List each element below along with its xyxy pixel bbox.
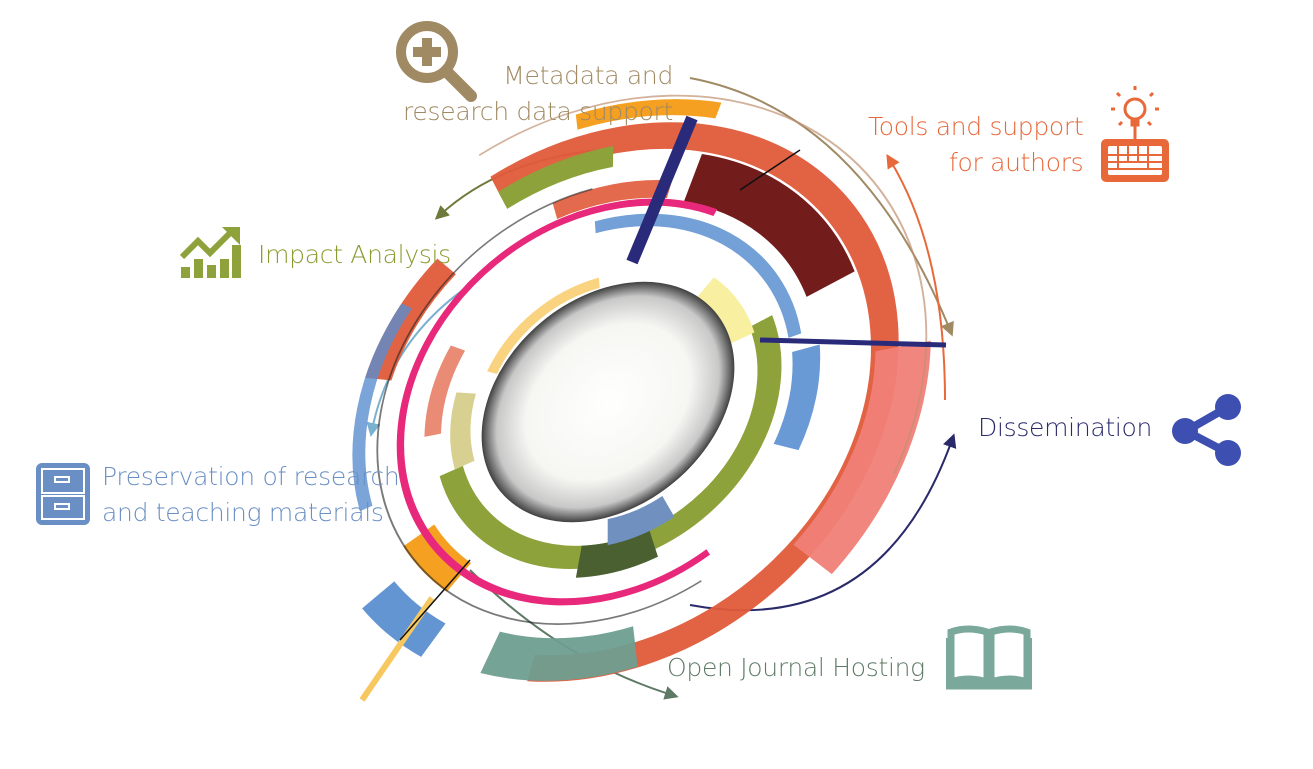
metadata-line2: research data support — [403, 97, 674, 126]
wheel-arc-segment — [793, 340, 931, 575]
center-glow — [481, 281, 735, 523]
share-icon — [1168, 393, 1246, 471]
metadata-line1: Metadata and — [503, 61, 674, 90]
preservation-line2: and teaching materials — [102, 498, 384, 527]
wheel-arc-segment — [396, 198, 718, 606]
wheel-arc-segment — [773, 344, 821, 451]
lightbulb-keyboard-icon — [1098, 84, 1170, 190]
wheel-arc-segment — [607, 495, 675, 546]
preservation-line1: Preservation of research — [102, 462, 400, 491]
dissemination-label: Dissemination — [978, 413, 1153, 442]
wheel-arc-segment — [424, 345, 466, 437]
tools-line1: Tools and support — [868, 112, 1084, 141]
tools-authors-label: Tools and support for authors — [868, 109, 1084, 181]
wheel-arc-segment — [478, 94, 928, 475]
yellow-beam-line — [359, 596, 435, 702]
wheel-arc-segment — [352, 303, 413, 512]
tools-arrow — [886, 154, 946, 401]
wheel-arc-segment — [403, 524, 472, 592]
navy-horizontal-line — [759, 337, 947, 348]
wheel-arc-segment — [450, 392, 477, 470]
navy-beam-line — [626, 115, 698, 265]
metadata-arrow — [689, 77, 954, 337]
file-cabinet-icon — [35, 462, 91, 530]
growth-chart-icon — [179, 225, 242, 284]
wheel-arc-segment — [594, 213, 802, 338]
open-book-icon — [944, 624, 1034, 694]
preservation-label: Preservation of research and teaching ma… — [102, 459, 400, 531]
wheel-arc-segment — [365, 258, 457, 381]
wheel-arc-segment — [694, 277, 755, 346]
wheel-arc-segment — [683, 153, 855, 298]
wheel-arc-segment — [575, 99, 722, 130]
wheel-arc-segment — [480, 626, 638, 681]
wheel-arc-segment — [439, 315, 782, 569]
wheel-arc-segment — [575, 528, 658, 578]
wheel-arc-segment — [376, 188, 702, 625]
preservation-arrow — [366, 284, 471, 437]
magnifier-plus-icon — [393, 18, 479, 108]
tools-line2: for authors — [948, 148, 1084, 177]
impact-analysis-label: Impact Analysis — [258, 240, 451, 269]
wheel-arc-segment — [487, 277, 600, 375]
wheel-arc-segment — [498, 146, 614, 209]
thin-line — [739, 149, 801, 191]
metadata-research-data-label: Metadata and research data support — [403, 58, 673, 130]
wheel-arc-segment — [362, 581, 446, 657]
open-journal-hosting-label: Open Journal Hosting — [667, 653, 925, 682]
thin-line — [399, 559, 471, 641]
wheel-arc-segment — [490, 122, 899, 682]
